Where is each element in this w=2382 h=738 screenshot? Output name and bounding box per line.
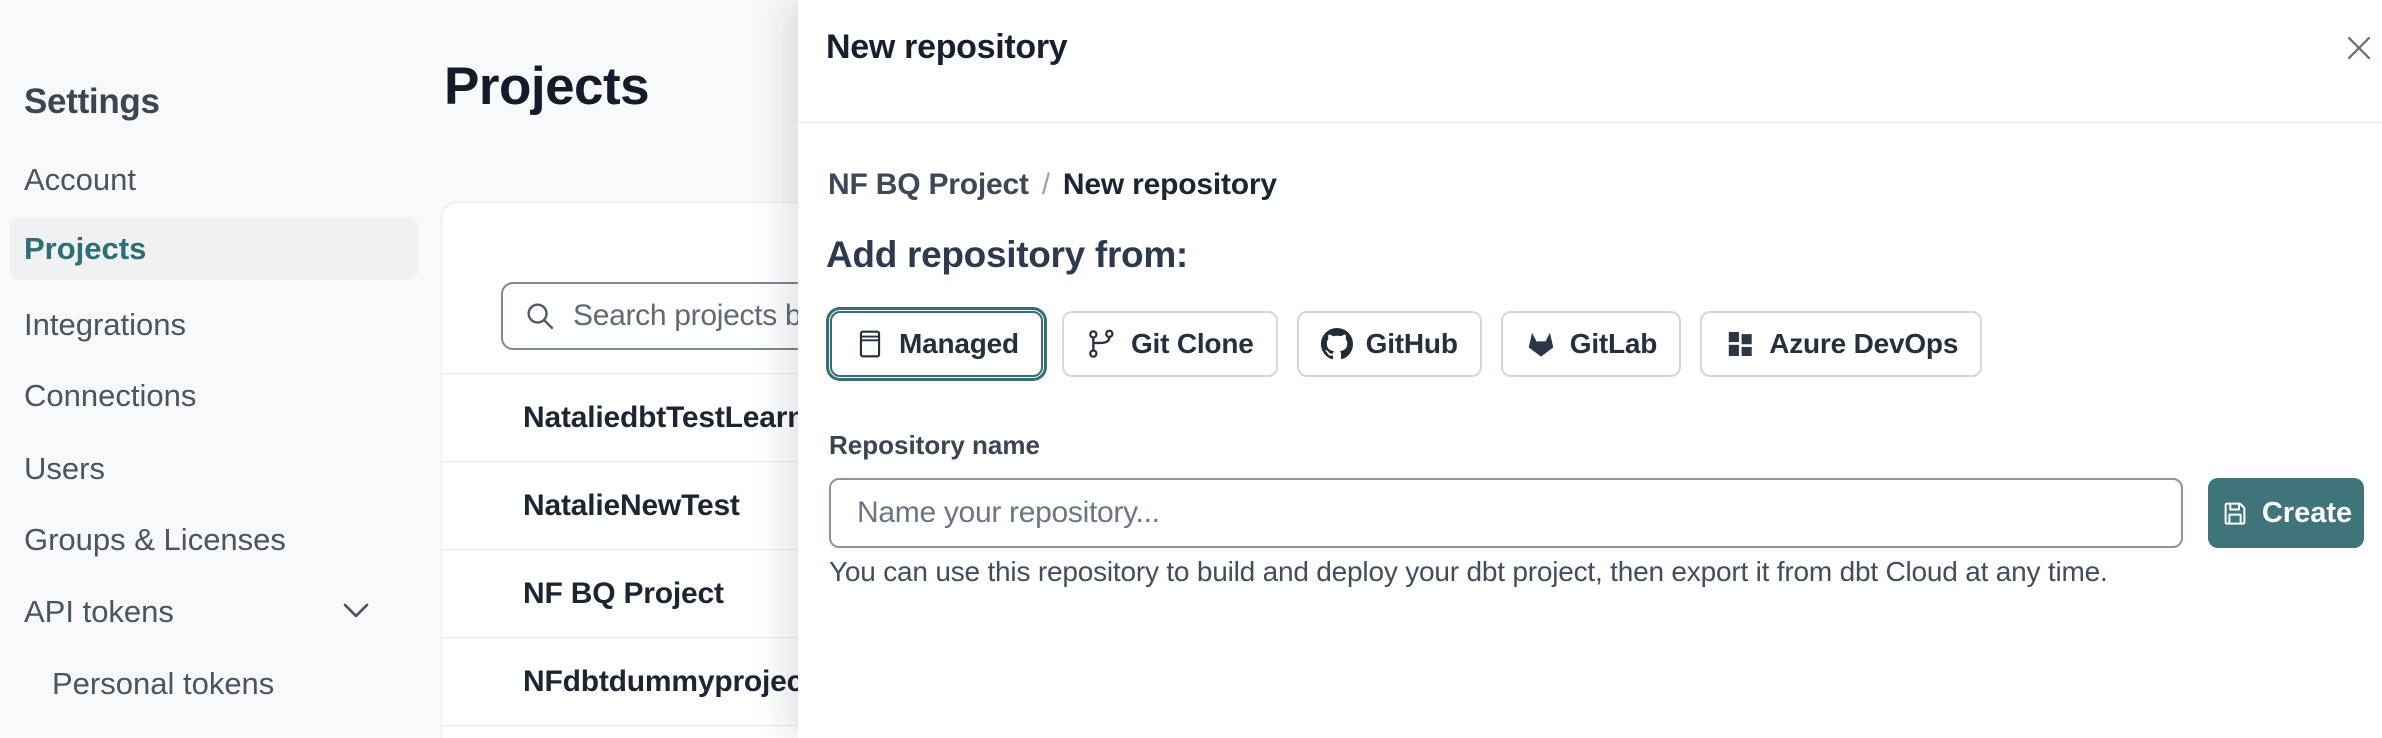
repository-helper-text: You can use this repository to build and… — [829, 556, 2108, 587]
repository-name-label: Repository name — [829, 430, 1040, 460]
gitlab-icon — [1525, 328, 1557, 360]
sidebar-item-users[interactable]: Users — [24, 451, 105, 486]
sidebar-item-api-tokens[interactable]: API tokens — [24, 594, 174, 629]
breadcrumb-current: New repository — [1062, 168, 1277, 201]
close-icon[interactable] — [2342, 30, 2378, 66]
search-icon — [523, 299, 557, 333]
source-option-label: GitHub — [1365, 328, 1458, 359]
sidebar-item-groups-licenses[interactable]: Groups & Licenses — [24, 522, 286, 557]
modal-title: New repository — [826, 28, 1068, 66]
source-option-github[interactable]: GitHub — [1296, 311, 1482, 377]
repo-source-options: Managed Git Clone GitHub GitLab — [830, 311, 1983, 377]
repository-name-input[interactable] — [829, 478, 2183, 548]
git-branch-icon — [1086, 328, 1118, 360]
source-option-managed[interactable]: Managed — [830, 311, 1043, 377]
source-option-label: Azure DevOps — [1769, 328, 1959, 359]
breadcrumb-separator: / — [1041, 168, 1050, 201]
save-icon — [2220, 498, 2250, 528]
chevron-down-icon[interactable] — [341, 600, 371, 622]
sidebar-item-account[interactable]: Account — [24, 162, 137, 197]
source-option-gitlab[interactable]: GitLab — [1500, 311, 1682, 377]
create-button[interactable]: Create — [2208, 478, 2364, 548]
source-option-git-clone[interactable]: Git Clone — [1061, 311, 1278, 377]
breadcrumb: NF BQ Project / New repository — [828, 168, 1277, 202]
source-option-azure-devops[interactable]: Azure DevOps — [1700, 311, 1983, 377]
sidebar-item-integrations[interactable]: Integrations — [24, 307, 186, 342]
page-title: Projects — [444, 57, 650, 116]
sidebar-item-label: Projects — [24, 230, 147, 266]
source-option-label: GitLab — [1569, 328, 1658, 359]
managed-repo-icon — [854, 328, 886, 360]
breadcrumb-parent[interactable]: NF BQ Project — [828, 168, 1029, 201]
source-option-label: Git Clone — [1130, 328, 1254, 359]
add-repository-heading: Add repository from: — [826, 234, 1188, 275]
create-button-label: Create — [2261, 496, 2353, 529]
settings-sidebar: Settings Account Projects Integrations C… — [0, 0, 430, 738]
azure-devops-icon — [1724, 328, 1756, 360]
new-repository-modal: New repository NF BQ Project / New repos… — [798, 0, 2382, 738]
sidebar-title: Settings — [24, 82, 160, 121]
sidebar-item-connections[interactable]: Connections — [24, 378, 197, 413]
modal-header-divider — [798, 122, 2382, 123]
projects-list: NataliedbtTestLearn T NatalieNewTest NF … — [442, 373, 2349, 726]
sidebar-item-projects[interactable]: Projects — [10, 217, 418, 280]
source-option-label: Managed — [899, 328, 1019, 359]
sidebar-item-personal-tokens[interactable]: Personal tokens — [52, 666, 275, 701]
github-icon — [1320, 328, 1353, 360]
